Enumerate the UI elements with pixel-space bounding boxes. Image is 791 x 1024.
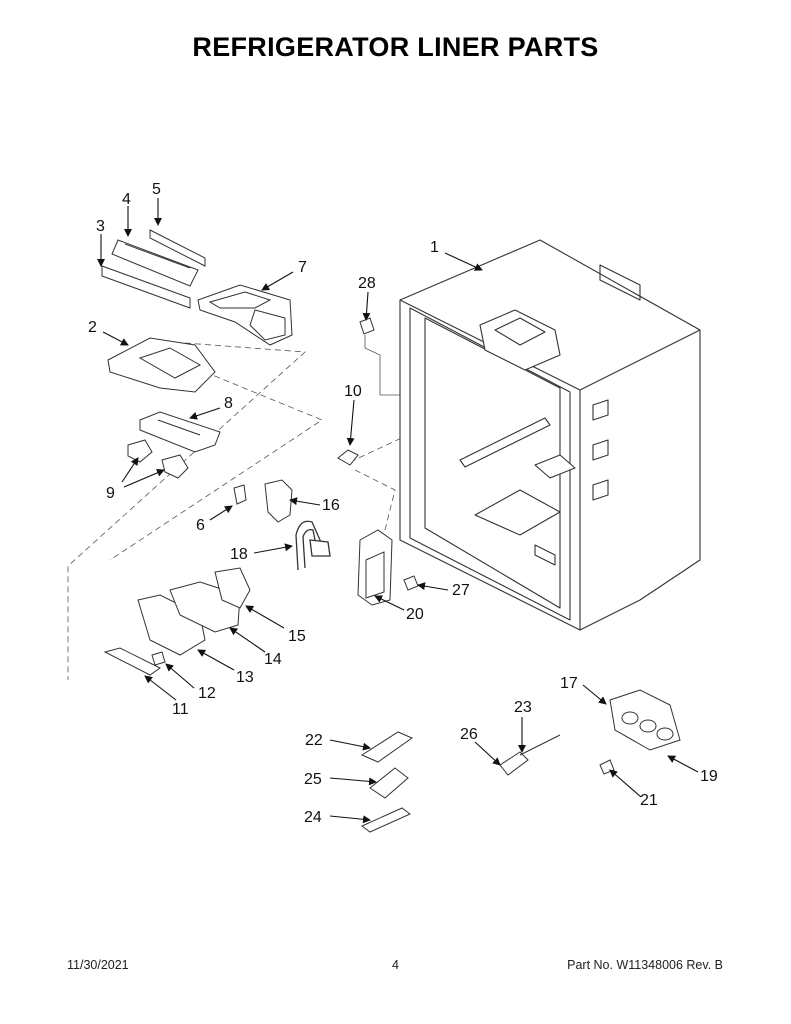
callout-17: 17 <box>560 675 578 692</box>
page-title: REFRIGERATOR LINER PARTS <box>192 32 599 62</box>
callout-23: 23 <box>514 699 532 716</box>
callout-16: 16 <box>322 497 340 514</box>
dashed-leader-lines <box>67 342 441 680</box>
callout-21: 21 <box>640 792 658 809</box>
callout-28: 28 <box>358 275 376 292</box>
callout-24: 24 <box>304 809 322 826</box>
callout-26: 26 <box>460 726 478 743</box>
part-9-drawing <box>127 439 189 479</box>
part-7-drawing <box>197 284 293 346</box>
part-24-drawing <box>361 807 411 833</box>
callout-8: 8 <box>224 395 233 412</box>
callout-6: 6 <box>196 517 205 534</box>
callout-25: 25 <box>304 771 322 788</box>
callout-10: 10 <box>344 383 362 400</box>
callout-18: 18 <box>230 546 248 563</box>
footer-part-number: Part No. W11348006 Rev. B <box>567 958 723 972</box>
callout-7: 7 <box>298 259 307 276</box>
callout-11: 11 <box>172 701 189 718</box>
callout-arrows <box>97 198 699 824</box>
part-6-drawing <box>233 484 247 505</box>
solid-leader-lines <box>364 335 415 396</box>
callout-12: 12 <box>198 685 216 702</box>
callout-15: 15 <box>288 628 306 645</box>
parts-3-4-5-drawing <box>101 229 206 309</box>
callout-3: 3 <box>96 218 105 235</box>
part-20-drawing <box>357 529 393 606</box>
parts-23-26-drawing <box>499 734 561 776</box>
callout-9: 9 <box>106 485 115 502</box>
callout-14: 14 <box>264 651 282 668</box>
callout-1: 1 <box>430 239 439 256</box>
footer-page-number: 4 <box>392 958 399 972</box>
callout-27: 27 <box>452 582 470 599</box>
part-8-drawing <box>139 411 221 453</box>
part-2-drawing <box>107 337 216 393</box>
parts-13-14-15-drawing <box>137 567 251 656</box>
callout-22: 22 <box>305 732 323 749</box>
part-28-drawing <box>359 317 375 335</box>
footer-date: 11/30/2021 <box>67 958 129 972</box>
part-22-drawing <box>360 731 414 763</box>
parts-17-19-21-drawing <box>599 689 681 775</box>
callout-5: 5 <box>152 181 161 198</box>
callout-13: 13 <box>236 669 254 686</box>
part-25-drawing <box>369 767 409 799</box>
part-27-drawing <box>403 575 419 591</box>
callout-20: 20 <box>406 606 424 623</box>
callout-4: 4 <box>122 191 131 208</box>
liner-drawing <box>399 239 701 631</box>
part-10-drawing <box>337 449 359 466</box>
callout-labels: 1 2 3 4 5 6 7 8 9 10 11 12 13 14 15 16 1… <box>88 181 718 826</box>
callout-19: 19 <box>700 768 718 785</box>
callout-2: 2 <box>88 319 97 336</box>
part-18-drawing <box>295 520 331 571</box>
parts-11-12-drawing <box>103 647 166 676</box>
part-16-drawing <box>264 479 293 523</box>
